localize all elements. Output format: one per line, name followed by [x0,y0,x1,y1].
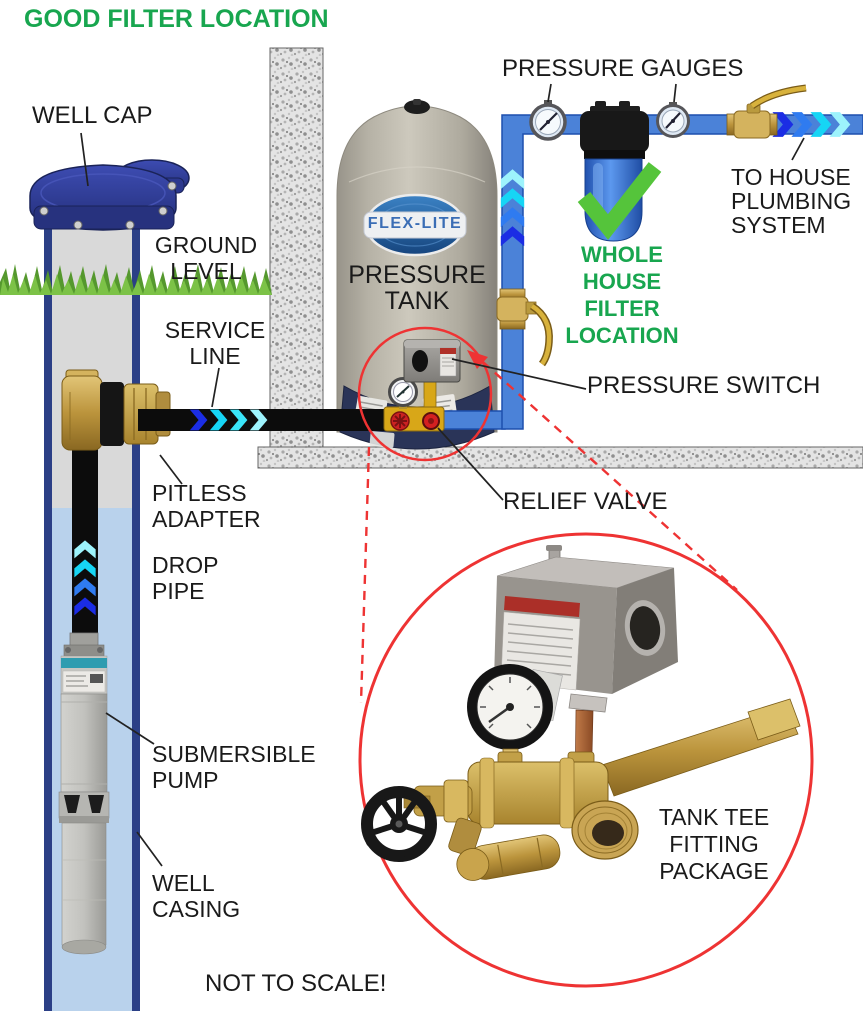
basement-wall [257,47,863,469]
label-well-casing: WELL CASING [152,870,241,922]
label-relief-valve: RELIEF VALVE [503,488,668,515]
label-pressure-tank: PRESSURE TANK [348,261,486,315]
drop-pipe [72,446,98,638]
pressure-gauge-left [529,100,567,141]
label-pitless-adapter: PITLESS ADAPTER [152,480,261,532]
page-title: GOOD FILTER LOCATION [24,5,329,33]
pointer-lines [80,83,805,867]
check-icon [577,162,662,240]
label-well-cap: WELL CAP [32,102,153,129]
label-whole-house-filter: WHOLE HOUSE FILTER LOCATION [565,242,679,348]
riser-ball-valve [496,288,553,367]
tank-tee-fitting-photo [361,545,801,881]
pressure-gauge-right [656,102,690,138]
grass [0,264,272,295]
label-pressure-switch: PRESSURE SWITCH [587,372,821,399]
house-ball-valve [726,84,807,139]
label-pressure-gauges: PRESSURE GAUGES [502,55,744,82]
label-ground-level: GROUND LEVEL [154,232,258,284]
submersible-pump [58,632,110,955]
house-supply-pipe [500,112,863,430]
label-drop-pipe: DROP PIPE [152,552,219,604]
label-service-line: SERVICE LINE [164,317,266,369]
tank-outlet-pipe [440,410,506,430]
tank-tee-small [383,339,461,432]
label-not-to-scale: NOT TO SCALE! [205,970,387,997]
detail-callout [357,326,814,988]
tank-logo: FLEX-LITE [367,215,463,232]
label-to-house-plumbing: TO HOUSE PLUMBING SYSTEM [731,164,852,238]
well-cap [29,159,190,231]
label-submersible-pump: SUBMERSIBLE PUMP [152,741,316,793]
service-line-pipe [138,409,390,431]
label-tank-tee-fitting: TANK TEE FITTING PACKAGE [658,804,770,884]
